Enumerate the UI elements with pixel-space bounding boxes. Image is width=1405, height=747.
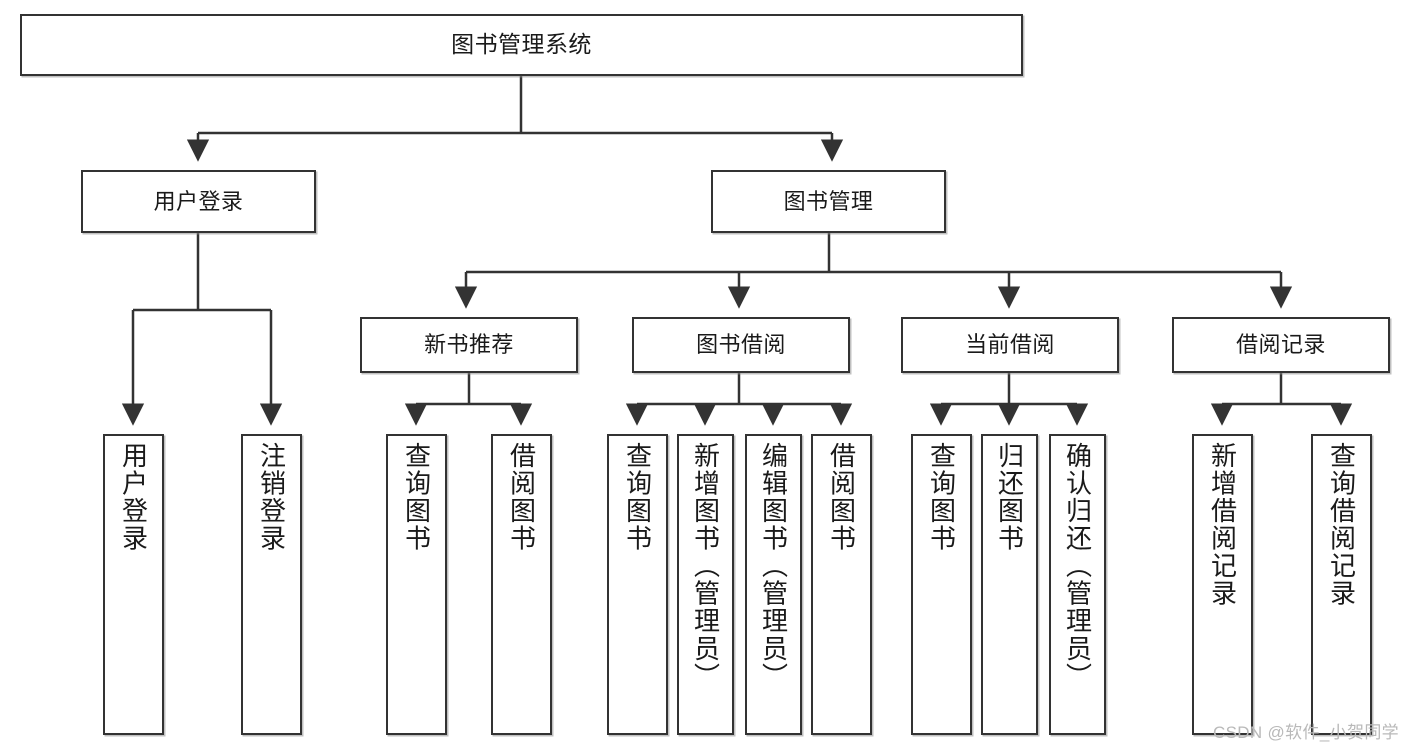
node-user-login[interactable]: 用户登录 [81, 170, 316, 233]
leaf-logout[interactable]: 注销登录 [241, 434, 302, 735]
node-label: 编辑图书（管理员） [758, 442, 789, 691]
node-label: 新增借阅记录 [1207, 442, 1238, 608]
leaf-query-book-borrow[interactable]: 查询图书 [607, 434, 668, 735]
leaf-return-book[interactable]: 归还图书 [981, 434, 1038, 735]
node-label: 借阅记录 [1236, 332, 1326, 358]
node-label: 用户登录 [118, 442, 149, 553]
node-label: 图书借阅 [696, 332, 786, 358]
node-new-book-recommend[interactable]: 新书推荐 [360, 317, 578, 373]
node-label: 图书管理系统 [451, 31, 592, 58]
leaf-add-borrow-record[interactable]: 新增借阅记录 [1192, 434, 1253, 735]
leaf-borrow-book-borrow[interactable]: 借阅图书 [811, 434, 872, 735]
node-label: 新书推荐 [424, 332, 514, 358]
node-label: 查询借阅记录 [1326, 442, 1357, 608]
node-label: 确认归还（管理员） [1062, 442, 1093, 691]
node-label: 当前借阅 [965, 332, 1055, 358]
node-label: 借阅图书 [826, 442, 857, 553]
leaf-add-book-admin[interactable]: 新增图书（管理员） [677, 434, 734, 735]
leaf-confirm-return-admin[interactable]: 确认归还（管理员） [1049, 434, 1106, 735]
node-label: 新增图书（管理员） [690, 442, 721, 691]
leaf-query-borrow-record[interactable]: 查询借阅记录 [1311, 434, 1372, 735]
leaf-user-login[interactable]: 用户登录 [103, 434, 164, 735]
leaf-edit-book-admin[interactable]: 编辑图书（管理员） [745, 434, 802, 735]
node-label: 图书管理 [783, 188, 874, 214]
node-book-manage[interactable]: 图书管理 [711, 170, 946, 233]
leaf-query-book-recommend[interactable]: 查询图书 [386, 434, 447, 735]
leaf-borrow-book-recommend[interactable]: 借阅图书 [491, 434, 552, 735]
node-book-borrow[interactable]: 图书借阅 [632, 317, 850, 373]
leaf-query-book-current[interactable]: 查询图书 [911, 434, 972, 735]
node-label: 借阅图书 [506, 442, 537, 553]
node-label: 用户登录 [153, 188, 244, 214]
node-borrow-record[interactable]: 借阅记录 [1172, 317, 1390, 373]
node-current-borrow[interactable]: 当前借阅 [901, 317, 1119, 373]
node-label: 查询图书 [401, 442, 432, 553]
node-label: 注销登录 [256, 442, 287, 553]
node-label: 归还图书 [994, 442, 1025, 553]
node-label: 查询图书 [926, 442, 957, 553]
csdn-watermark: CSDN @软件_小贺同学 [1212, 723, 1399, 742]
node-label: 查询图书 [622, 442, 653, 553]
node-root-system[interactable]: 图书管理系统 [20, 14, 1023, 76]
